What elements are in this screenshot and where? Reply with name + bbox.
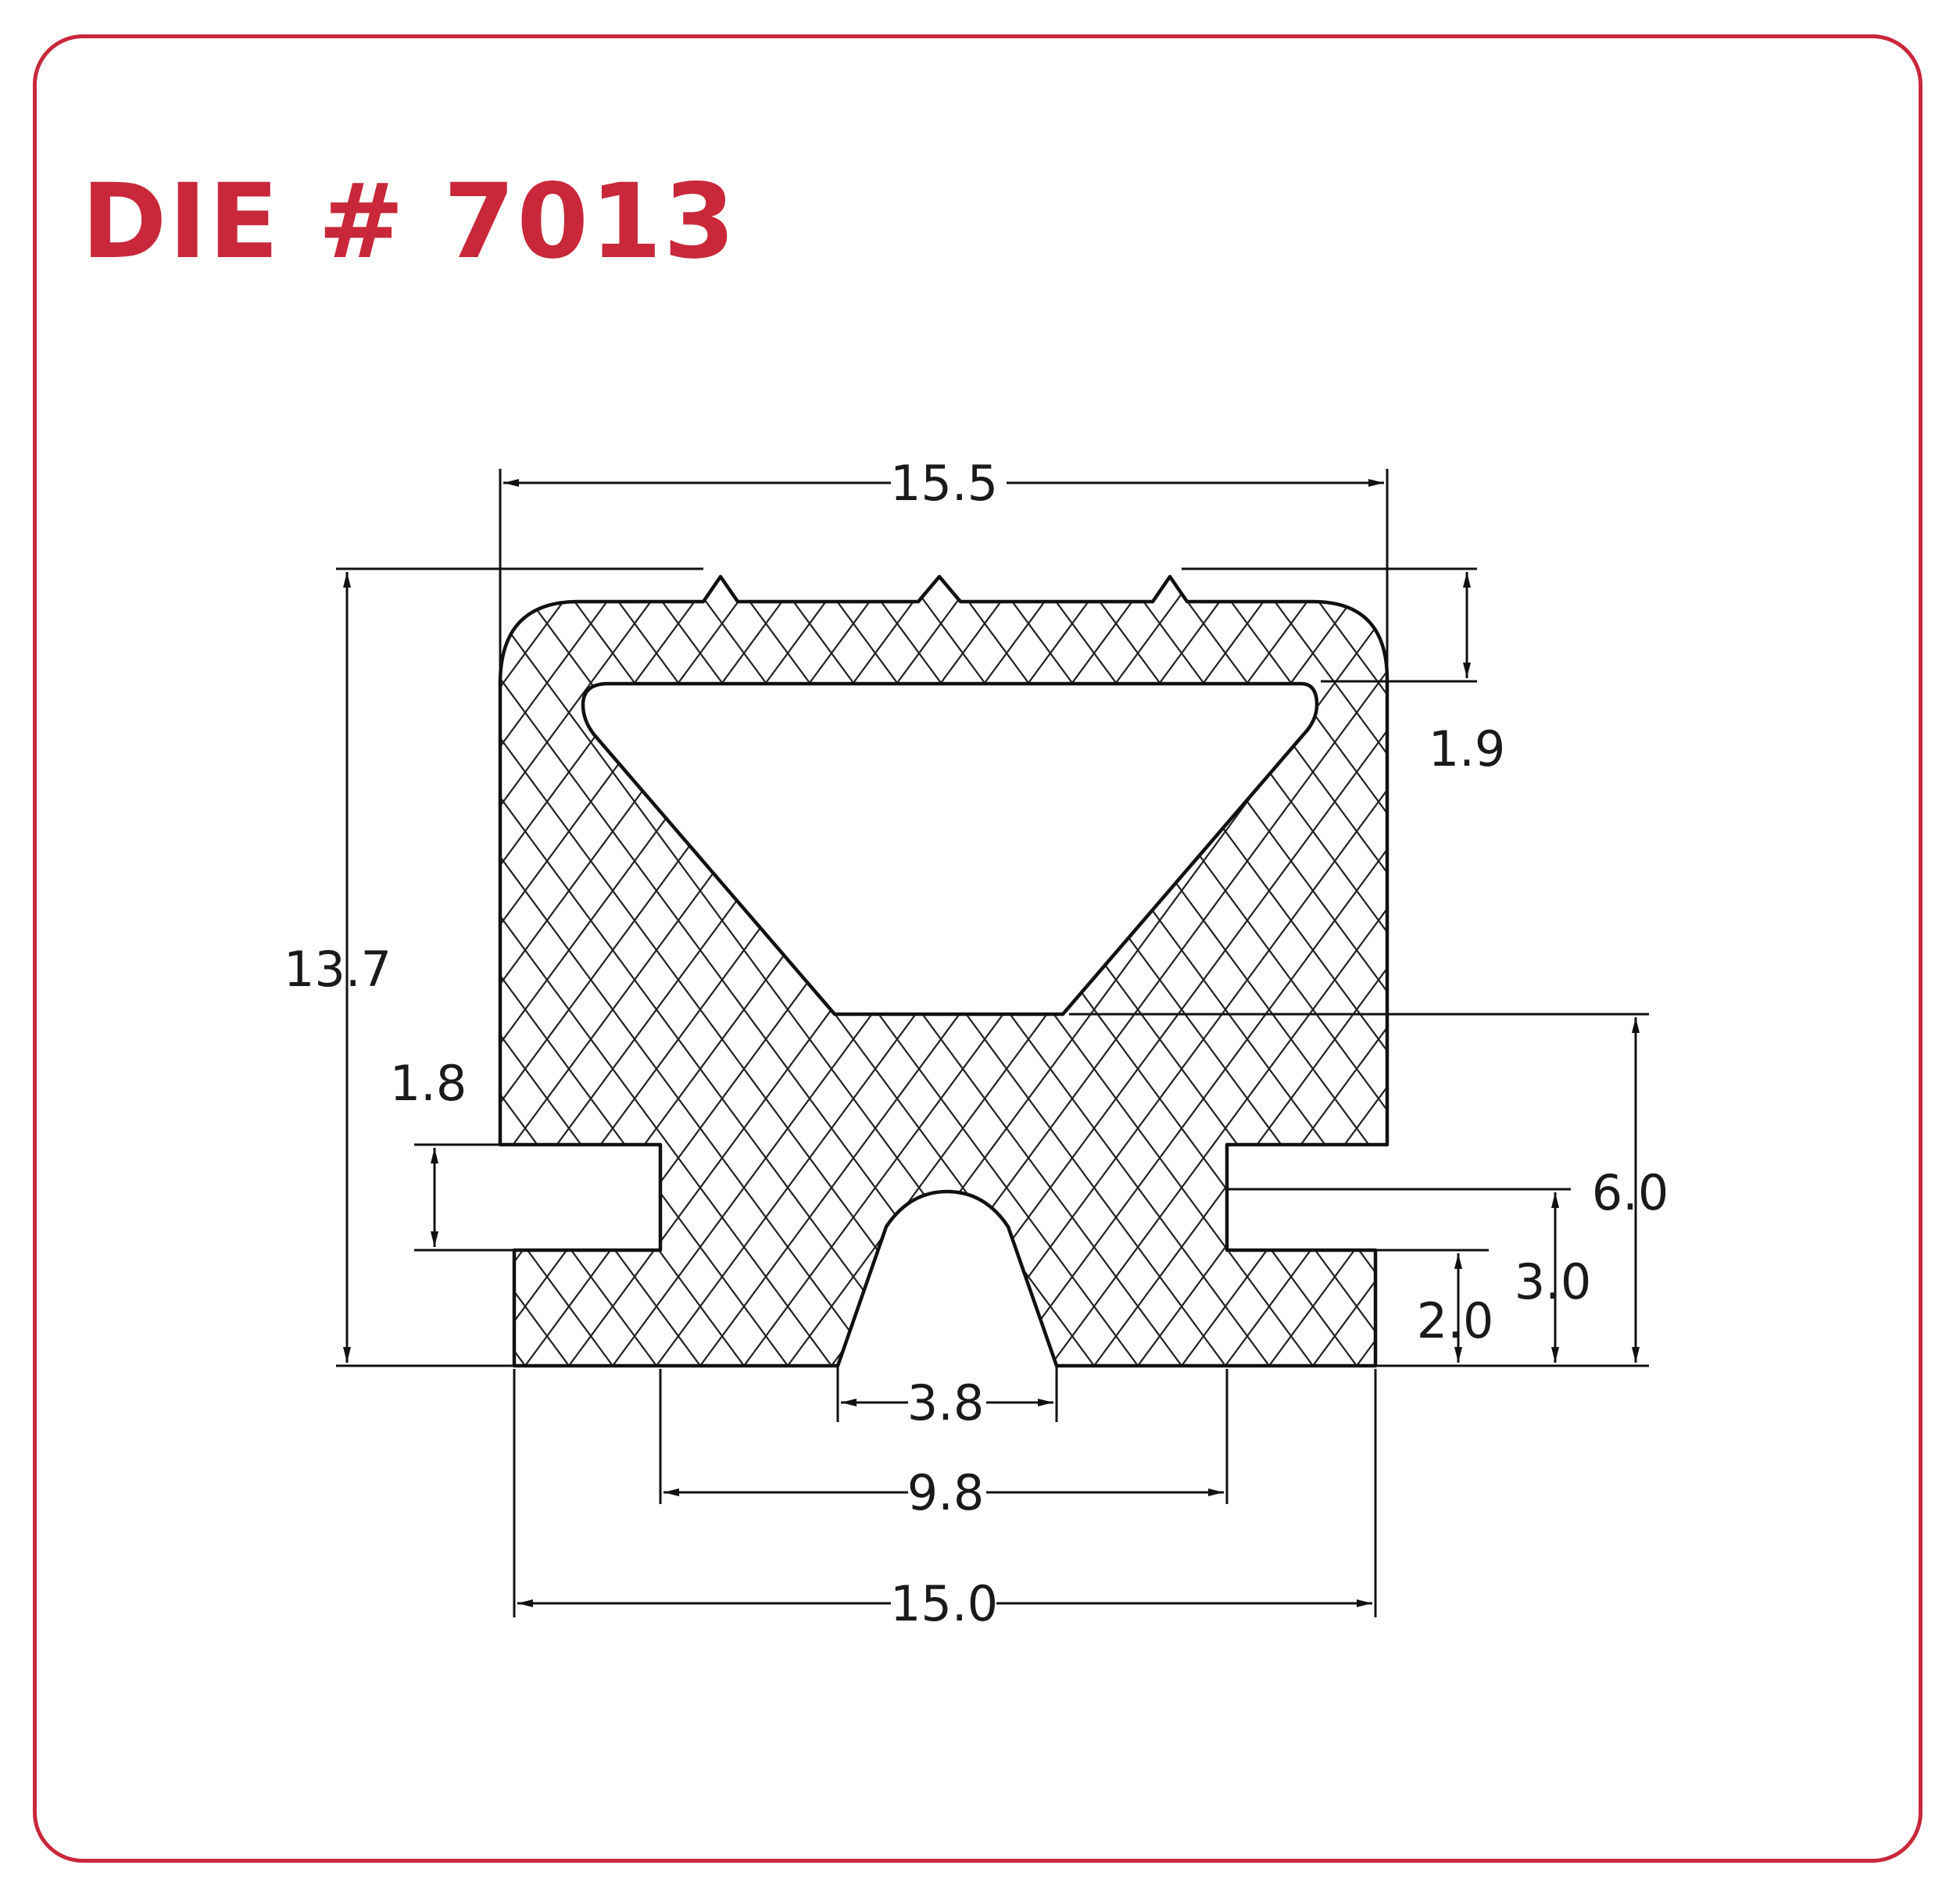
dim-groove-width: 3.8 [907,1374,985,1431]
dim-top-width: 15.5 [890,455,998,512]
dim-lower-section-height: 6.0 [1592,1164,1669,1221]
dim-bottom-width: 15.0 [890,1575,998,1632]
dim-overall-height: 13.7 [284,941,392,998]
dim-stem-width: 9.8 [907,1464,985,1521]
extension-lines [336,469,1649,1617]
dim-slot-height: 1.8 [390,1055,467,1112]
dimension-lines [343,479,1640,1607]
dim-foot-height: 3.0 [1515,1253,1592,1310]
dim-flange-height: 2.0 [1417,1292,1494,1349]
dim-top-wall: 1.9 [1429,720,1506,777]
seal-profile [498,574,1390,1368]
die-title: DIE # 7013 [81,162,737,282]
